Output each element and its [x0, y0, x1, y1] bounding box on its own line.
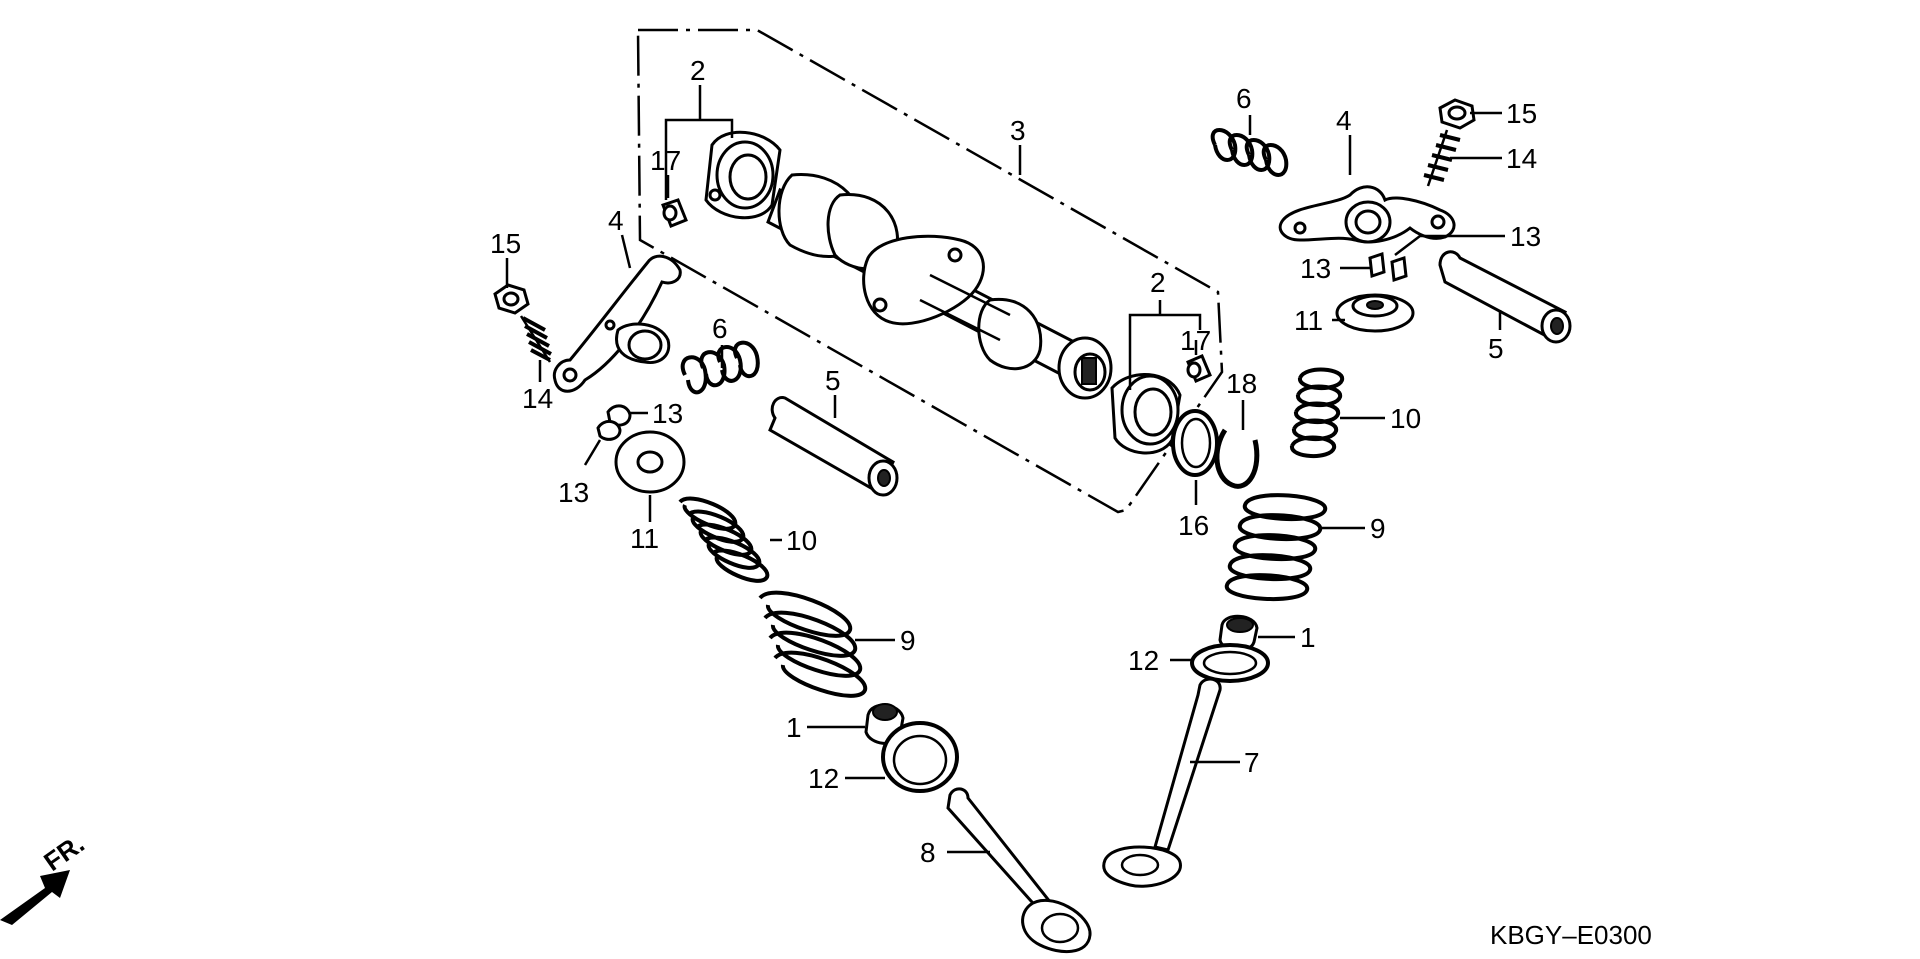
callout-2-upper: 2: [690, 55, 706, 86]
callout-6-left: 6: [712, 313, 728, 344]
callout-11-left: 11: [630, 523, 659, 554]
callout-14-right: 14: [1506, 143, 1537, 174]
callout-18: 18: [1226, 368, 1257, 399]
callout-15-right: 15: [1506, 98, 1537, 129]
circlip[interactable]: [1214, 428, 1260, 489]
callout-16: 16: [1178, 510, 1209, 541]
callout-11-right: 11: [1294, 305, 1323, 336]
callout-9-left: 9: [900, 625, 916, 656]
callout-10-right: 10: [1390, 403, 1421, 434]
callout-17-lower: 17: [1180, 325, 1211, 356]
lock-nut-left[interactable]: [493, 283, 530, 315]
rocker-arm-right[interactable]: [1278, 185, 1456, 244]
front-direction-label: FR.: [38, 828, 90, 877]
intake-valve[interactable]: [1102, 677, 1222, 888]
callout-5-left: 5: [825, 365, 841, 396]
outer-valve-spring-right[interactable]: [1225, 493, 1327, 601]
dowel-pin-upper[interactable]: [661, 198, 688, 228]
valve-stem-seal-right[interactable]: [1218, 614, 1259, 652]
adjusting-screw-left[interactable]: [519, 315, 552, 363]
diagram-reference-code: KBGY–E0300: [1490, 920, 1652, 950]
rocker-arm-left[interactable]: [552, 254, 682, 393]
outer-valve-spring-left[interactable]: [758, 590, 868, 698]
inner-valve-spring-left[interactable]: [678, 496, 770, 583]
callout-10-left: 10: [786, 525, 817, 556]
adjusting-screw-right[interactable]: [1423, 129, 1461, 187]
callout-7: 7: [1244, 747, 1260, 778]
lock-nut-right[interactable]: [1438, 98, 1476, 130]
callout-5-right: 5: [1488, 333, 1504, 364]
callout-13-left-upper: 13: [652, 398, 683, 429]
callout-17-upper: 17: [650, 145, 681, 176]
callout-4-left: 4: [608, 205, 624, 236]
camshaft[interactable]: [766, 173, 1113, 400]
callout-6-right: 6: [1236, 83, 1252, 114]
callout-15-left: 15: [490, 228, 521, 259]
exhaust-valve[interactable]: [946, 787, 1092, 954]
rocker-spring-right[interactable]: [1210, 128, 1289, 177]
callout-1-right: 1: [1300, 622, 1316, 653]
callout-2-lower: 2: [1150, 267, 1166, 298]
rocker-shaft-right[interactable]: [1438, 250, 1572, 344]
spring-seat-left[interactable]: [881, 721, 959, 793]
rocker-shaft-left[interactable]: [768, 396, 899, 497]
valve-cotter-left[interactable]: [596, 404, 632, 441]
spring-retainer-left[interactable]: [614, 430, 686, 494]
spring-retainer-right[interactable]: [1335, 293, 1415, 333]
callout-1-left: 1: [786, 712, 802, 743]
inner-valve-spring-right[interactable]: [1290, 367, 1344, 459]
spring-seat-right[interactable]: [1190, 643, 1270, 683]
dowel-pin-lower[interactable]: [1186, 354, 1212, 383]
camshaft-bearing-upper[interactable]: [704, 130, 782, 220]
callout-14-left: 14: [522, 383, 553, 414]
callout-9-right: 9: [1370, 513, 1386, 544]
callout-8: 8: [920, 837, 936, 868]
callout-12-left: 12: [808, 763, 839, 794]
callout-13-right-upper: 13: [1510, 221, 1541, 252]
rocker-spring-left[interactable]: [680, 340, 760, 395]
front-direction-arrow-icon: [0, 870, 70, 925]
callout-13-right-lower: 13: [1300, 253, 1331, 284]
callout-3: 3: [1010, 115, 1026, 146]
valve-cotter-right[interactable]: [1368, 251, 1408, 283]
callout-13-left-lower: 13: [558, 477, 589, 508]
leader-lines: [505, 85, 1505, 854]
callout-4-right: 4: [1336, 105, 1352, 136]
callout-labels: 2 17 3 2 17 18 16 4 15 14 13 13 11 6 5 1…: [490, 55, 1541, 868]
callout-12-right: 12: [1128, 645, 1159, 676]
camshaft-bearing-lower[interactable]: [1110, 373, 1182, 455]
